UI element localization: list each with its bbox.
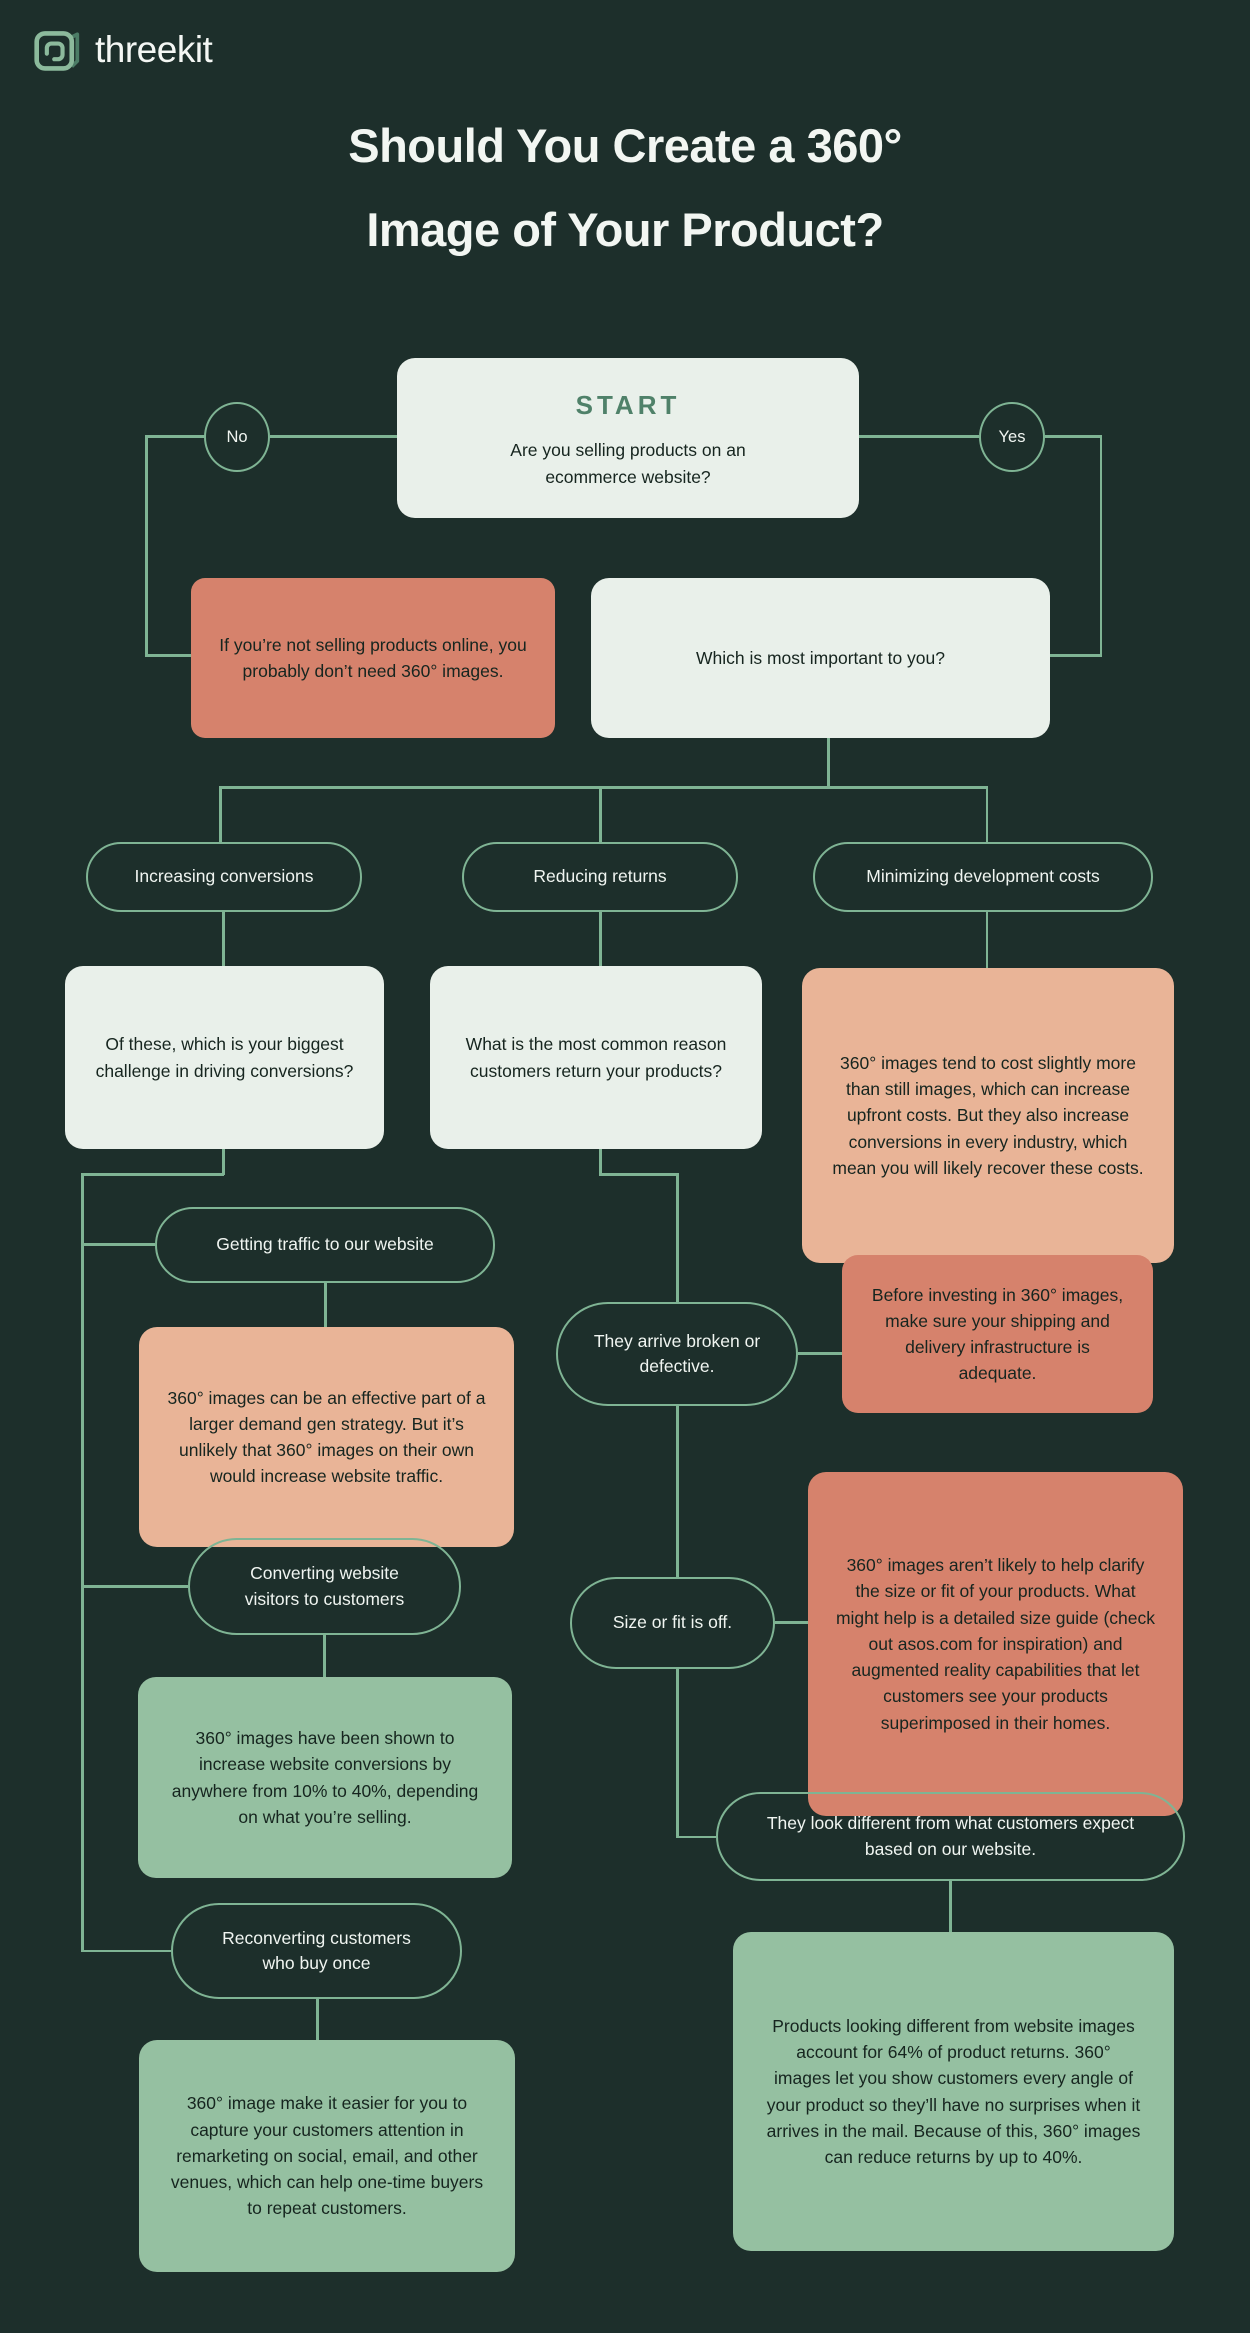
connector — [145, 435, 148, 656]
connector — [81, 1949, 171, 1952]
connector — [676, 1669, 679, 1838]
connector — [219, 786, 988, 789]
card-conversions-question: Of these, which is your biggest challeng… — [65, 966, 384, 1149]
card-returns-question-text: What is the most common reason customers… — [465, 1034, 727, 1081]
connector — [1045, 435, 1102, 438]
pill-getting-traffic-label: Getting traffic to our website — [216, 1234, 434, 1255]
pill-broken-defective: They arrive broken or defective. — [556, 1302, 798, 1406]
card-no-result-text: If you’re not selling products online, y… — [219, 634, 527, 681]
pill-look-different-label: They look different from what customers … — [766, 1813, 1135, 1859]
start-label: START — [575, 390, 681, 421]
card-costs-answer-text: 360° images tend to cost slightly more t… — [832, 1052, 1144, 1178]
card-no-result: If you’re not selling products online, y… — [191, 578, 555, 738]
card-costs-answer: 360° images tend to cost slightly more t… — [802, 968, 1174, 1263]
connector — [81, 1173, 224, 1176]
connector — [81, 1585, 188, 1588]
pill-size-fit: Size or fit is off. — [570, 1577, 775, 1669]
card-reconverting-answer: 360° image make it easier for you to cap… — [139, 2040, 515, 2272]
connector — [222, 1149, 225, 1175]
page-title-line2: Image of Your Product? — [366, 203, 884, 256]
connector — [676, 1835, 716, 1838]
pill-reconverting-customers-label: Reconverting customers who buy once — [222, 1927, 411, 1973]
branch-no-label: No — [226, 427, 248, 446]
connector — [270, 435, 397, 438]
card-different-answer: Products looking different from website … — [733, 1932, 1174, 2251]
branch-yes-circle: Yes — [979, 402, 1045, 472]
connector — [599, 912, 602, 966]
card-broken-answer: Before investing in 360° images, make su… — [842, 1255, 1153, 1413]
pill-broken-defective-label: They arrive broken or defective. — [593, 1330, 761, 1376]
card-which-important-text: Which is most important to you? — [696, 647, 945, 668]
connector — [859, 435, 979, 438]
connector — [775, 1621, 808, 1624]
connector — [676, 1173, 679, 1302]
connector — [324, 1283, 327, 1327]
page-title: Should You Create a 360° Image of Your P… — [0, 104, 1250, 272]
card-traffic-answer: 360° images can be an effective part of … — [139, 1327, 514, 1547]
start-card: START Are you selling products on an eco… — [397, 358, 859, 518]
connector — [1050, 654, 1102, 657]
threekit-logo: threekit — [33, 26, 213, 74]
connector — [827, 738, 830, 788]
pill-reducing-returns-label: Reducing returns — [533, 866, 667, 887]
pill-minimizing-costs-label: Minimizing development costs — [866, 866, 1100, 887]
card-converting-answer: 360° images have been shown to increase … — [138, 1677, 512, 1878]
branch-no-circle: No — [204, 402, 270, 472]
connector — [599, 786, 602, 843]
connector — [316, 1999, 319, 2040]
connector — [323, 1635, 326, 1677]
connector — [949, 1881, 952, 1932]
card-traffic-answer-text: 360° images can be an effective part of … — [167, 1387, 486, 1487]
pill-look-different: They look different from what customers … — [716, 1792, 1185, 1881]
connector — [219, 786, 222, 843]
card-which-important: Which is most important to you? — [591, 578, 1050, 738]
pill-getting-traffic: Getting traffic to our website — [155, 1207, 495, 1283]
connector — [985, 786, 988, 843]
card-conversions-question-text: Of these, which is your biggest challeng… — [95, 1034, 354, 1081]
card-size-answer-text: 360° images aren’t likely to help clarif… — [835, 1555, 1156, 1733]
card-size-answer: 360° images aren’t likely to help clarif… — [808, 1472, 1183, 1816]
connector — [81, 1243, 155, 1246]
connector — [222, 912, 225, 966]
branch-yes-label: Yes — [998, 427, 1026, 446]
card-reconverting-answer-text: 360° image make it easier for you to cap… — [170, 2093, 484, 2219]
threekit-logo-text: threekit — [95, 29, 213, 70]
pill-converting-visitors-label: Converting website visitors to customers — [244, 1563, 405, 1609]
pill-increasing-conversions-label: Increasing conversions — [134, 866, 314, 887]
pill-size-fit-label: Size or fit is off. — [612, 1612, 733, 1633]
connector — [985, 912, 988, 968]
page-title-line1: Should You Create a 360° — [348, 119, 902, 172]
card-returns-question: What is the most common reason customers… — [430, 966, 762, 1149]
threekit-logo-icon — [33, 26, 81, 74]
start-question: Are you selling products on an ecommerce… — [510, 440, 746, 487]
pill-minimizing-costs: Minimizing development costs — [813, 842, 1153, 912]
connector — [798, 1352, 842, 1355]
pill-converting-visitors: Converting website visitors to customers — [188, 1538, 461, 1635]
card-converting-answer-text: 360° images have been shown to increase … — [171, 1728, 479, 1827]
connector — [145, 654, 193, 657]
connector — [599, 1149, 602, 1175]
pill-reconverting-customers: Reconverting customers who buy once — [171, 1903, 462, 1999]
card-different-answer-text: Products looking different from website … — [766, 2015, 1141, 2167]
connector — [145, 435, 206, 438]
pill-increasing-conversions: Increasing conversions — [86, 842, 362, 912]
pill-reducing-returns: Reducing returns — [462, 842, 738, 912]
card-broken-answer-text: Before investing in 360° images, make su… — [871, 1284, 1124, 1384]
connector — [1099, 435, 1102, 656]
connector — [599, 1173, 679, 1176]
connector — [81, 1173, 84, 1952]
connector — [676, 1406, 679, 1577]
